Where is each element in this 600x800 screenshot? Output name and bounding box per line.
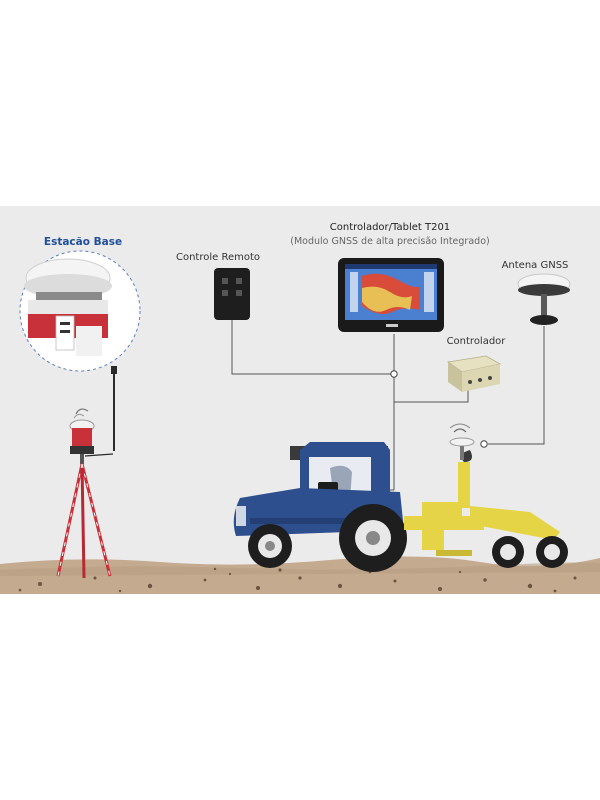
gnss-antenna-device [517, 273, 571, 325]
land-leveler [404, 423, 568, 568]
base-station-tripod [56, 366, 117, 579]
gnss-antenna-label: Antena GNSS [501, 260, 569, 271]
controller-label: Controlador [446, 336, 506, 347]
remote-control-label: Controle Remoto [175, 252, 261, 263]
diagram-canvas [0, 250, 600, 594]
diagram-scene: Estacão Base Controle Remoto Controlador… [0, 206, 600, 594]
controller-device [446, 355, 502, 392]
base-station-label: Estacão Base [43, 236, 123, 248]
ground [0, 556, 600, 594]
remote-control-device [214, 268, 250, 320]
tractor [233, 442, 407, 572]
tablet-device [338, 258, 444, 332]
base-station-closeup [19, 250, 141, 372]
tablet-subtitle-label: (Modulo GNSS de alta precisão Integrado) [290, 236, 490, 247]
tablet-title-label: Controlador/Tablet T201 [329, 222, 451, 233]
